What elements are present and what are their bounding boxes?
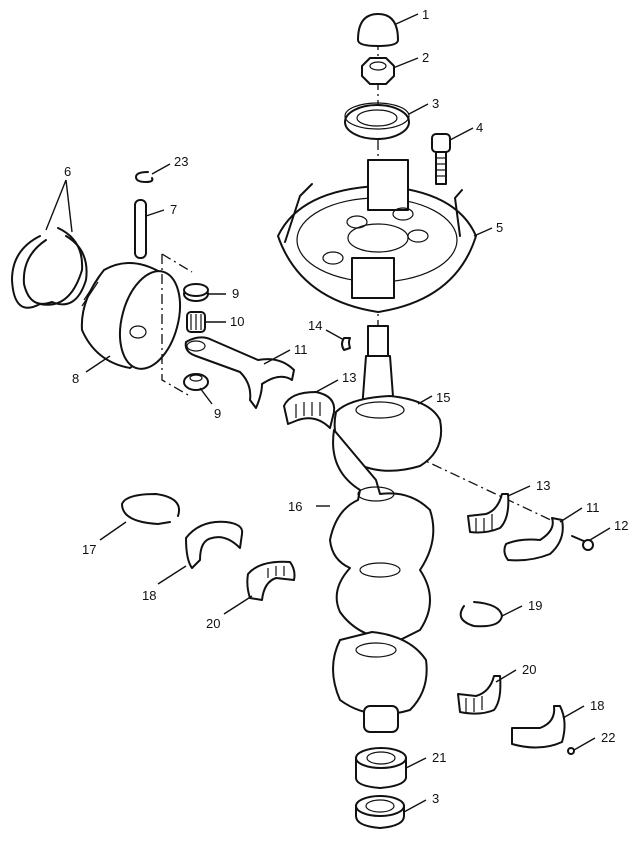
callout-9-upper: 9	[232, 286, 239, 301]
part-piston-pin	[134, 199, 147, 259]
part-key	[341, 337, 351, 351]
callout-10: 10	[230, 314, 244, 329]
part-rod-cap	[503, 517, 564, 562]
part-bearing-race-right	[511, 705, 566, 749]
part-piston-rings	[11, 227, 88, 309]
callout-4: 4	[476, 120, 483, 135]
part-screw	[431, 133, 451, 185]
callout-7: 7	[170, 202, 177, 217]
part-upper-bearing-housing	[277, 159, 477, 313]
callout-18-right: 18	[590, 698, 604, 713]
callout-2: 2	[422, 50, 429, 65]
callout-22: 22	[601, 730, 615, 745]
callout-14: 14	[308, 318, 322, 333]
part-piston	[80, 262, 181, 370]
part-crankshaft	[329, 325, 442, 733]
callout-6: 6	[64, 164, 71, 179]
part-thrust-washer-lower	[183, 373, 209, 391]
callout-18-left: 18	[142, 588, 156, 603]
part-rod-bearing-upper	[283, 391, 336, 429]
callout-20-left: 20	[206, 616, 220, 631]
part-connecting-rod	[184, 336, 295, 409]
callout-8: 8	[72, 371, 79, 386]
callout-9-lower: 9	[214, 406, 221, 421]
part-seal-lower	[355, 795, 405, 829]
callout-11-rod: 11	[294, 342, 308, 357]
callout-13-upper: 13	[342, 370, 356, 385]
part-needle-bearing-cage-left	[246, 560, 296, 601]
part-seal-upper	[344, 102, 410, 140]
callout-16: 16	[288, 499, 302, 514]
part-retaining-ring-right	[459, 601, 503, 628]
part-rod-bearing-cage	[467, 493, 510, 534]
callout-5: 5	[496, 220, 503, 235]
leader-lines	[45, 13, 611, 813]
callout-3-lower: 3	[432, 791, 439, 806]
part-dowel-pin	[567, 747, 575, 755]
callout-11-cap: 11	[586, 500, 600, 515]
callout-12: 12	[614, 518, 628, 533]
callout-19: 19	[528, 598, 542, 613]
callout-13-lower: 13	[536, 478, 550, 493]
callout-17: 17	[82, 542, 96, 557]
part-retaining-ring-left	[121, 493, 180, 525]
part-needle-bearing	[186, 311, 206, 333]
part-bearing-race-left	[185, 520, 244, 569]
assembly-guide-line	[161, 253, 193, 397]
part-nut	[361, 57, 395, 85]
callout-3: 3	[432, 96, 439, 111]
callout-23: 23	[174, 154, 188, 169]
part-retaining-clip	[135, 171, 154, 183]
part-needle-bearing-cage-right	[457, 675, 502, 715]
callout-20-right: 20	[522, 662, 536, 677]
callout-1: 1	[422, 7, 429, 22]
callout-15: 15	[436, 390, 450, 405]
part-lower-bearing	[355, 747, 407, 789]
part-cap	[357, 13, 399, 47]
callout-21: 21	[432, 750, 446, 765]
part-thrust-washer-upper	[183, 283, 209, 302]
part-rod-cap-screw	[571, 535, 594, 551]
